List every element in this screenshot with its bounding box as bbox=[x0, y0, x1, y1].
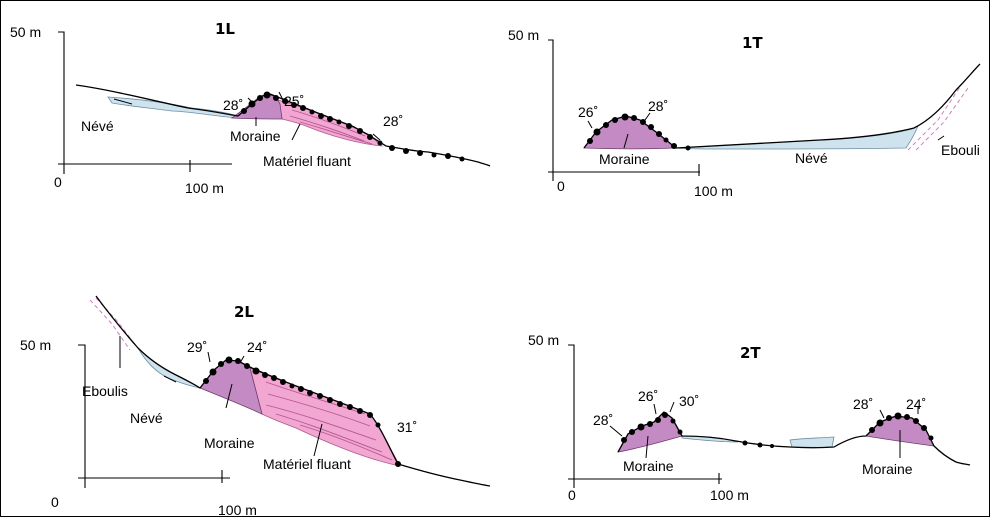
axis-1T bbox=[548, 39, 700, 181]
ground-profile-2L bbox=[95, 295, 491, 487]
panel-1L: 1L 50 m 0 100 m Névé 28˚ 25˚ 28˚ bbox=[10, 20, 491, 196]
panel-title-1L: 1L bbox=[215, 20, 235, 38]
panel-2T: 2T 50 m 0 100 m 28˚ 26˚ 30˚ 28˚ 24˚ Mora… bbox=[528, 332, 971, 503]
fluant-label-2L: Matériel fluant bbox=[263, 456, 351, 472]
origin-label-2T: 0 bbox=[568, 487, 576, 503]
ground-profile-2T bbox=[617, 411, 971, 466]
distance-label-2L: 100 m bbox=[218, 502, 257, 517]
moraine-label-2T-1: Moraine bbox=[623, 458, 674, 474]
angle-label-1L-2: 25˚ bbox=[284, 93, 304, 109]
axis-2T bbox=[568, 344, 722, 488]
distance-label-1L: 100 m bbox=[185, 180, 224, 196]
fluant-label-1L: Matériel fluant bbox=[263, 153, 351, 169]
axis-1L bbox=[58, 31, 232, 174]
angle-label-2T-5: 24˚ bbox=[906, 396, 926, 412]
flow-lines-2L bbox=[265, 381, 393, 461]
height-label-2L: 50 m bbox=[20, 337, 51, 353]
boulders-2L bbox=[203, 356, 401, 467]
neve-2T-2 bbox=[789, 436, 835, 448]
angle-label-2L-3: 31˚ bbox=[397, 419, 417, 435]
height-label-1L: 50 m bbox=[10, 24, 41, 40]
moraine-label-1T: Moraine bbox=[599, 151, 650, 167]
distance-label-1T: 100 m bbox=[694, 183, 733, 199]
angle-label-1L-1: 28˚ bbox=[223, 97, 243, 113]
panel-2L: 2L 50 m 0 100 m Eboulis Névé 29˚ 24˚ 31˚ bbox=[20, 295, 491, 517]
fluant-2L bbox=[249, 367, 401, 467]
boulders-1T bbox=[587, 113, 691, 151]
neve-1L bbox=[107, 96, 242, 119]
origin-label-1L: 0 bbox=[54, 174, 62, 190]
boulders-1L bbox=[241, 91, 465, 162]
moraine-label-2T-2: Moraine bbox=[862, 461, 913, 477]
angle-label-2T-1: 28˚ bbox=[593, 412, 613, 428]
leaders-1T bbox=[587, 112, 945, 149]
distance-label-2T: 100 m bbox=[710, 487, 749, 503]
angle-label-1T-2: 28˚ bbox=[648, 98, 668, 114]
height-label-2T: 50 m bbox=[528, 332, 559, 348]
panel-title-2L: 2L bbox=[234, 303, 254, 321]
neve-label-2L: Névé bbox=[130, 410, 163, 426]
panel-title-2T: 2T bbox=[740, 344, 761, 362]
angle-label-2T-3: 30˚ bbox=[679, 393, 699, 409]
angle-label-1T-1: 26˚ bbox=[578, 104, 598, 120]
panel-1T: 1T 50 m 0 100 m 26˚ 28˚ Moraine Névé Ebo… bbox=[508, 27, 981, 199]
axis-2L bbox=[78, 344, 230, 488]
leaders-1L bbox=[113, 91, 381, 141]
neve-label-1L: Névé bbox=[81, 118, 114, 134]
angle-label-1L-3: 28˚ bbox=[383, 113, 403, 129]
boulders-2T bbox=[621, 412, 934, 448]
angle-label-2L-2: 24˚ bbox=[247, 339, 267, 355]
origin-label-2L: 0 bbox=[51, 494, 59, 510]
moraine-label-1L: Moraine bbox=[230, 128, 281, 144]
moraine-label-2L: Moraine bbox=[204, 435, 255, 451]
neve-label-1T: Névé bbox=[795, 150, 828, 166]
angle-label-2L-1: 29˚ bbox=[187, 339, 207, 355]
scree-lines-2L bbox=[89, 297, 137, 351]
ground-profile-1L bbox=[75, 84, 491, 167]
origin-label-1T: 0 bbox=[557, 178, 565, 194]
ground-profile-1T bbox=[583, 63, 981, 149]
leaders-2T bbox=[609, 401, 919, 459]
leaders-2L bbox=[119, 336, 323, 457]
height-label-1T: 50 m bbox=[508, 27, 539, 43]
panel-title-1T: 1T bbox=[742, 34, 763, 52]
scree-lines-1T bbox=[907, 83, 969, 151]
scree-label-1T: Ebouli bbox=[941, 142, 980, 158]
angle-label-2T-2: 26˚ bbox=[638, 388, 658, 404]
scree-label-2L: Eboulis bbox=[82, 383, 128, 399]
angle-label-2T-4: 28˚ bbox=[853, 396, 873, 412]
